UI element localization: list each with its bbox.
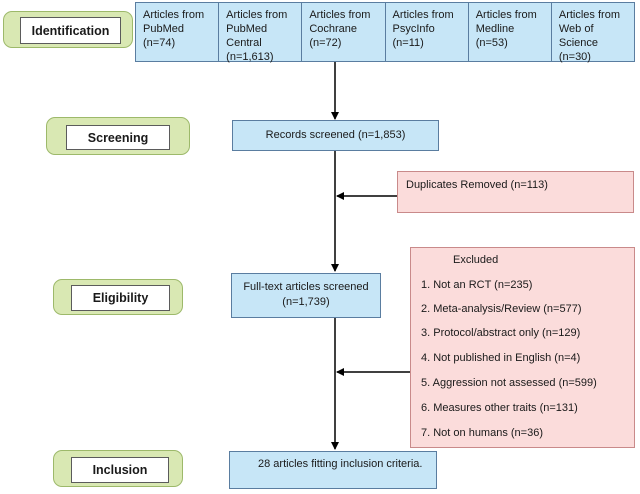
stage-inclusion: Inclusion	[53, 450, 183, 487]
fulltext-screened-line1: Full-text articles screened	[243, 281, 369, 293]
excluded-item: 2. Meta-analysis/Review (n=577)	[421, 303, 582, 315]
duplicates-removed-text: Duplicates Removed (n=113)	[406, 179, 548, 191]
stage-screening-label: Screening	[66, 125, 170, 150]
source-web-of-science: Articles from Web of Science (n=30)	[558, 9, 620, 63]
excluded-item: 4. Not published in English (n=4)	[421, 352, 581, 364]
excluded-box: Excluded 1. Not an RCT (n=235) 2. Meta-a…	[410, 247, 635, 448]
stage-eligibility: Eligibility	[53, 279, 183, 315]
fulltext-screened-box: Full-text articles screened (n=1,739)	[231, 273, 381, 318]
excluded-item: 7. Not on humans (n=36)	[421, 427, 543, 439]
source-cochrane: Articles from Cochrane (n=72)	[302, 3, 386, 61]
source-pubmed: Articles from PubMed (n=74)	[136, 3, 220, 61]
stage-eligibility-label: Eligibility	[71, 285, 170, 311]
stage-identification-label: Identification	[20, 17, 121, 44]
source-medline: Articles from Medline (n=53)	[469, 3, 552, 61]
sources-row: Articles from PubMed (n=74) Articles fro…	[135, 2, 635, 63]
stage-inclusion-label: Inclusion	[71, 457, 169, 483]
source-psycinfo: Articles from PsycInfo (n=11)	[386, 3, 469, 61]
records-screened-box: Records screened (n=1,853)	[232, 120, 439, 151]
excluded-item: 5. Aggression not assessed (n=599)	[421, 377, 597, 389]
included-box: 28 articles fitting inclusion criteria.	[229, 451, 437, 489]
duplicates-removed-box: Duplicates Removed (n=113)	[397, 171, 634, 213]
excluded-item: 6. Measures other traits (n=131)	[421, 402, 578, 414]
stage-identification: Identification	[3, 11, 133, 48]
stage-screening: Screening	[46, 117, 190, 155]
source-pubmed-central: Articles from PubMed Central (n=1,613)	[219, 3, 303, 63]
fulltext-screened-line2: (n=1,739)	[282, 296, 330, 308]
included-text: 28 articles fitting inclusion criteria.	[258, 458, 423, 470]
excluded-item: 1. Not an RCT (n=235)	[421, 279, 533, 291]
records-screened-text: Records screened (n=1,853)	[265, 129, 406, 141]
excluded-item: 3. Protocol/abstract only (n=129)	[421, 327, 581, 339]
excluded-title: Excluded	[453, 254, 499, 266]
